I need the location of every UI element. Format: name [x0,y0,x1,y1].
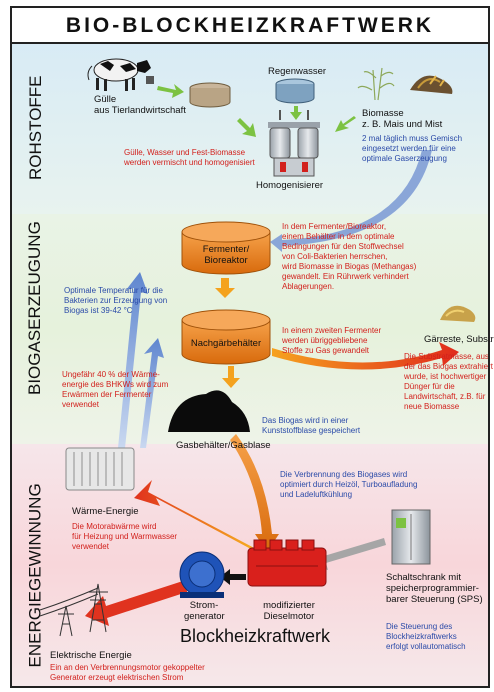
page-title: BIO-BLOCKHEIZKRAFTWERK [12,8,488,44]
waerme-use-note: Die Motorabwärme wird für Heizung und Wa… [72,522,178,551]
green-arrows [157,84,356,137]
blue-arrow-feed [270,150,432,252]
fermenter-label: Fermenter/ Bioreaktor [202,244,250,266]
verbrennung-note: Die Verbrennung des Biogases wird optimi… [280,470,418,499]
bucket-icon [146,76,154,84]
waerme-fermenter-note: Ungefähr 40 % der Wärme- energie des BHK… [62,370,169,409]
guelle-label: Gülle aus Tierlandwirtschaft [94,94,186,116]
gasblase-note: Das Biogas wird in einer Kunststoffblase… [262,416,361,435]
cow-icon [87,58,151,91]
gaerreste-label: Gärreste, Substrat [424,334,494,345]
gasbehaelter-label: Gasbehälter/Gasblase [176,440,271,451]
homogenisierer-icon [268,110,320,177]
nachgaer-note: In einem zweiten Fermenter werden übrigg… [282,326,382,355]
guelle-basin-icon [189,82,231,108]
diagram-frame [10,6,490,688]
red-arrow-gaerreste [272,342,459,370]
steuerung-note: Die Steuerung des Blockheizkraftwerks er… [386,622,466,651]
schaltschrank-label: Schaltschrank mit speicherprogrammier- b… [386,572,483,605]
black-arrow-generator [220,569,246,585]
regenwasser-label: Regenwasser [268,66,327,77]
elektrische-note: Ein an den Verbrennungsmotor gekoppelter… [50,663,205,682]
waermeenergie-label: Wärme-Energie [72,506,139,517]
blue-arrow-up-2 [140,338,164,448]
temperature-note: Optimale Temperatur für die Bakterien zu… [64,286,168,315]
dieselmotor-label: modifizierter Dieselmotor [263,600,315,622]
gasblase-icon [168,390,250,432]
stromgenerator-label: Strom- generator [184,600,225,622]
red-arrow-strom [85,580,187,626]
orange-arrow-engine [230,434,279,552]
mist-heap-icon [410,75,453,94]
stromgenerator-icon [179,551,225,598]
radiator-icon [65,447,135,491]
biomasse-note: 2 mal täglich muss Gemisch eingesetzt we… [362,134,463,163]
gray-arrow-steuerung [308,538,386,570]
regenwasser-basin-icon [275,78,315,104]
blue-arrow-up-1 [118,272,148,448]
power-pylon-icon [39,583,108,637]
schaltschrank-icon [391,509,431,565]
elektrische-energie-label: Elektrische Energie [50,650,132,661]
substrate-pile-icon [440,305,476,322]
fermenter-note: In dem Fermenter/Bioreaktor, einem Behäl… [282,222,417,291]
nachgaer-tank-icon [181,309,271,365]
fermenter-tank-icon [181,221,271,275]
red-arrow-waerme [134,480,260,554]
corn-plant-icon [357,67,395,101]
dieselmotor-icon [247,539,327,587]
mix-note: Gülle, Wasser und Fest-Biomasse werden v… [124,148,255,167]
homogenisierer-label: Homogenisierer [256,180,324,191]
nachgaer-label: Nachgärbehälter [190,338,262,349]
bhkw-title: Blockheizkraftwerk [180,626,331,646]
biomasse-label: Biomasse z. B. Mais und Mist [362,108,443,130]
orange-arrows [215,278,240,388]
gaerreste-note: Die Substratmasse, aus der das Biogas ex… [404,352,493,411]
